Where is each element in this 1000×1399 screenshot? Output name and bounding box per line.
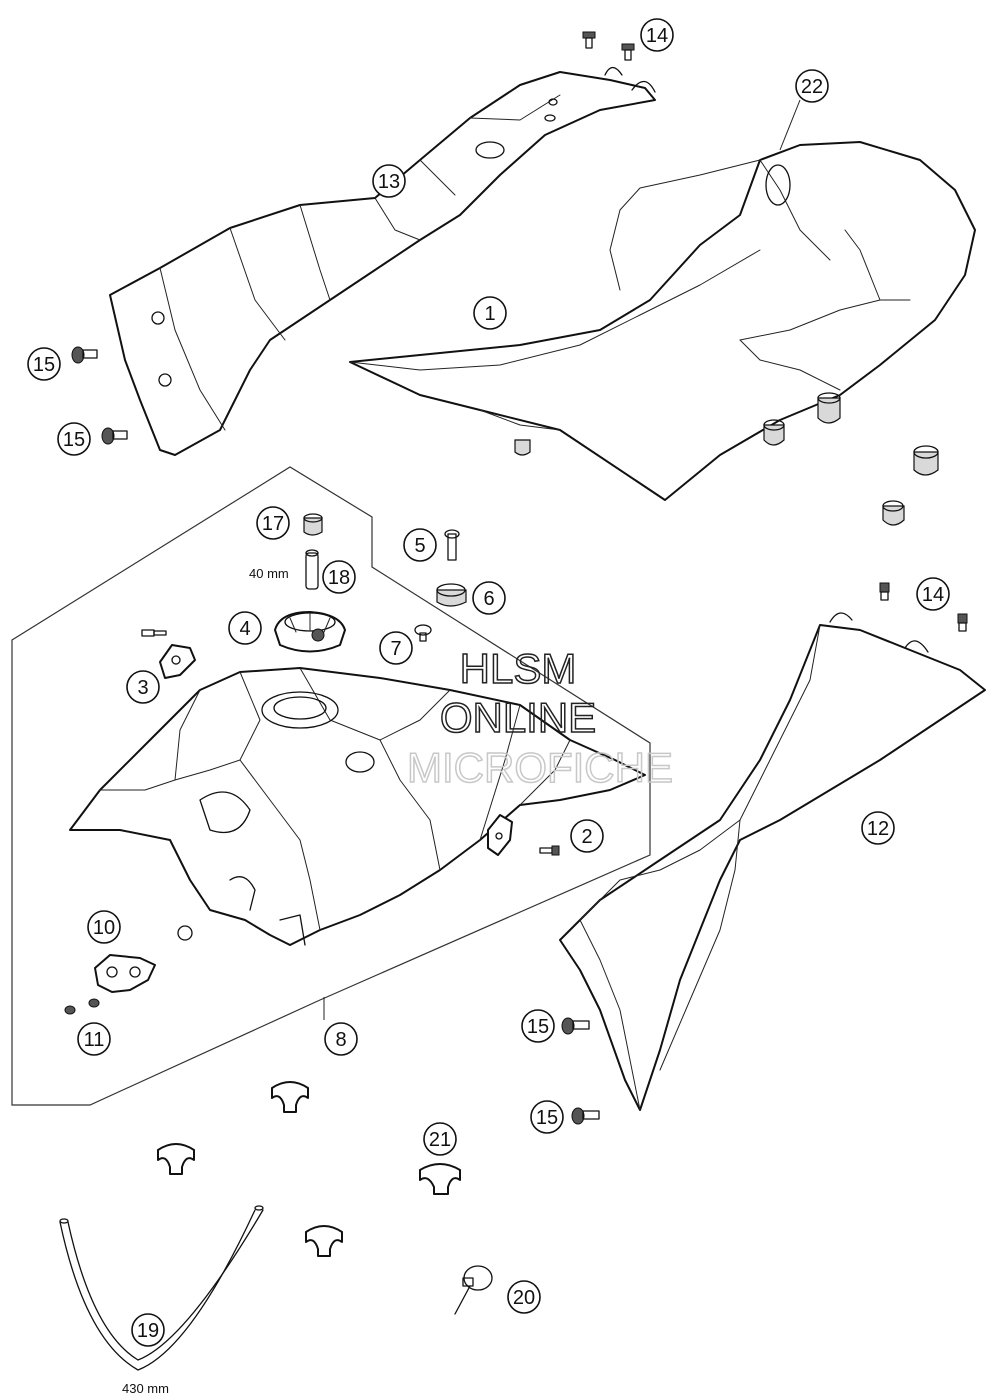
svg-text:19: 19 — [137, 1320, 159, 1342]
callout-15-upper-left: 15 — [27, 347, 61, 381]
svg-text:14: 14 — [922, 584, 944, 606]
svg-text:22: 22 — [801, 76, 823, 98]
seat-buffers — [514, 392, 939, 526]
callout-6: 6 — [472, 581, 506, 615]
svg-text:20: 20 — [513, 1287, 535, 1309]
hose-length-label: 430 mm — [122, 1381, 169, 1396]
screw-15-upper-right — [561, 1017, 590, 1035]
leader-lines — [323, 99, 801, 1020]
svg-text:2: 2 — [581, 826, 592, 848]
svg-text:13: 13 — [378, 171, 400, 193]
fuel-tank — [69, 667, 646, 946]
screws-14-top — [582, 31, 635, 61]
screw-15-lower-left — [101, 427, 128, 445]
tank-assembly-frame — [11, 466, 651, 1106]
hose-clamp-20 — [454, 1265, 493, 1315]
breather-hose — [305, 549, 319, 590]
svg-text:17: 17 — [262, 513, 284, 535]
callout-7: 7 — [379, 631, 413, 665]
fuel-hose-19 — [59, 1205, 264, 1371]
screw-15-lower-right — [571, 1107, 600, 1125]
breather-valve — [303, 513, 323, 536]
screw-15-upper-left — [71, 346, 98, 364]
callout-15-lower-right: 15 — [530, 1100, 564, 1134]
callout-5: 5 — [403, 528, 437, 562]
svg-text:5: 5 — [414, 535, 425, 557]
callout-3: 3 — [126, 670, 160, 704]
svg-text:11: 11 — [84, 1029, 105, 1051]
right-side-cover — [559, 612, 986, 1111]
svg-text:3: 3 — [137, 677, 148, 699]
svg-text:15: 15 — [527, 1016, 549, 1038]
watermark-line-2: ONLINE — [440, 694, 596, 741]
callout-15-upper-right: 15 — [521, 1009, 555, 1043]
svg-text:14: 14 — [646, 25, 668, 47]
svg-text:1: 1 — [484, 303, 495, 325]
callout-15-lower-left: 15 — [57, 422, 91, 456]
screws-14-right — [879, 582, 968, 632]
callout-4: 4 — [228, 611, 262, 645]
svg-text:15: 15 — [33, 354, 55, 376]
svg-text:7: 7 — [390, 638, 401, 660]
seat — [349, 141, 976, 501]
bracket-2 — [487, 814, 560, 856]
svg-text:8: 8 — [335, 1029, 346, 1051]
breather-length-label: 40 mm — [249, 566, 289, 581]
callout-11: 11 — [77, 1022, 111, 1056]
watermark-line-1: HLSM — [460, 645, 577, 692]
callout-14-top: 14 — [640, 18, 674, 52]
fuel-cap — [274, 611, 346, 653]
svg-text:12: 12 — [867, 818, 889, 840]
svg-text:18: 18 — [328, 567, 350, 589]
svg-text:15: 15 — [536, 1107, 558, 1129]
screw-7 — [414, 624, 432, 642]
callout-17: 17 — [256, 506, 290, 540]
callout-10: 10 — [87, 910, 121, 944]
callout-18: 18 — [322, 560, 356, 594]
callout-1: 1 — [473, 296, 507, 330]
svg-text:4: 4 — [239, 618, 250, 640]
watermark: HLSM ONLINE MICROFICHE — [406, 644, 674, 792]
callout-19: 19 — [131, 1313, 165, 1347]
left-side-cover — [109, 66, 656, 456]
hose-clips-21 — [157, 1081, 461, 1257]
watermark-line-3: MICROFICHE — [407, 744, 673, 791]
svg-text:21: 21 — [429, 1129, 451, 1151]
spacer-6 — [436, 583, 467, 607]
bolt-5 — [444, 529, 460, 561]
callout-2: 2 — [570, 819, 604, 853]
callout-14-right: 14 — [916, 577, 950, 611]
callout-12: 12 — [861, 811, 895, 845]
callout-21: 21 — [423, 1122, 457, 1156]
callout-22: 22 — [795, 69, 829, 103]
svg-text:15: 15 — [63, 429, 85, 451]
svg-text:10: 10 — [93, 917, 115, 939]
screws-11 — [64, 998, 100, 1015]
pump-bracket-10 — [94, 954, 156, 993]
bracket-3 — [141, 629, 196, 679]
callout-8: 8 — [324, 1022, 358, 1056]
callout-13: 13 — [372, 164, 406, 198]
callout-20: 20 — [507, 1280, 541, 1314]
svg-text:6: 6 — [483, 588, 494, 610]
